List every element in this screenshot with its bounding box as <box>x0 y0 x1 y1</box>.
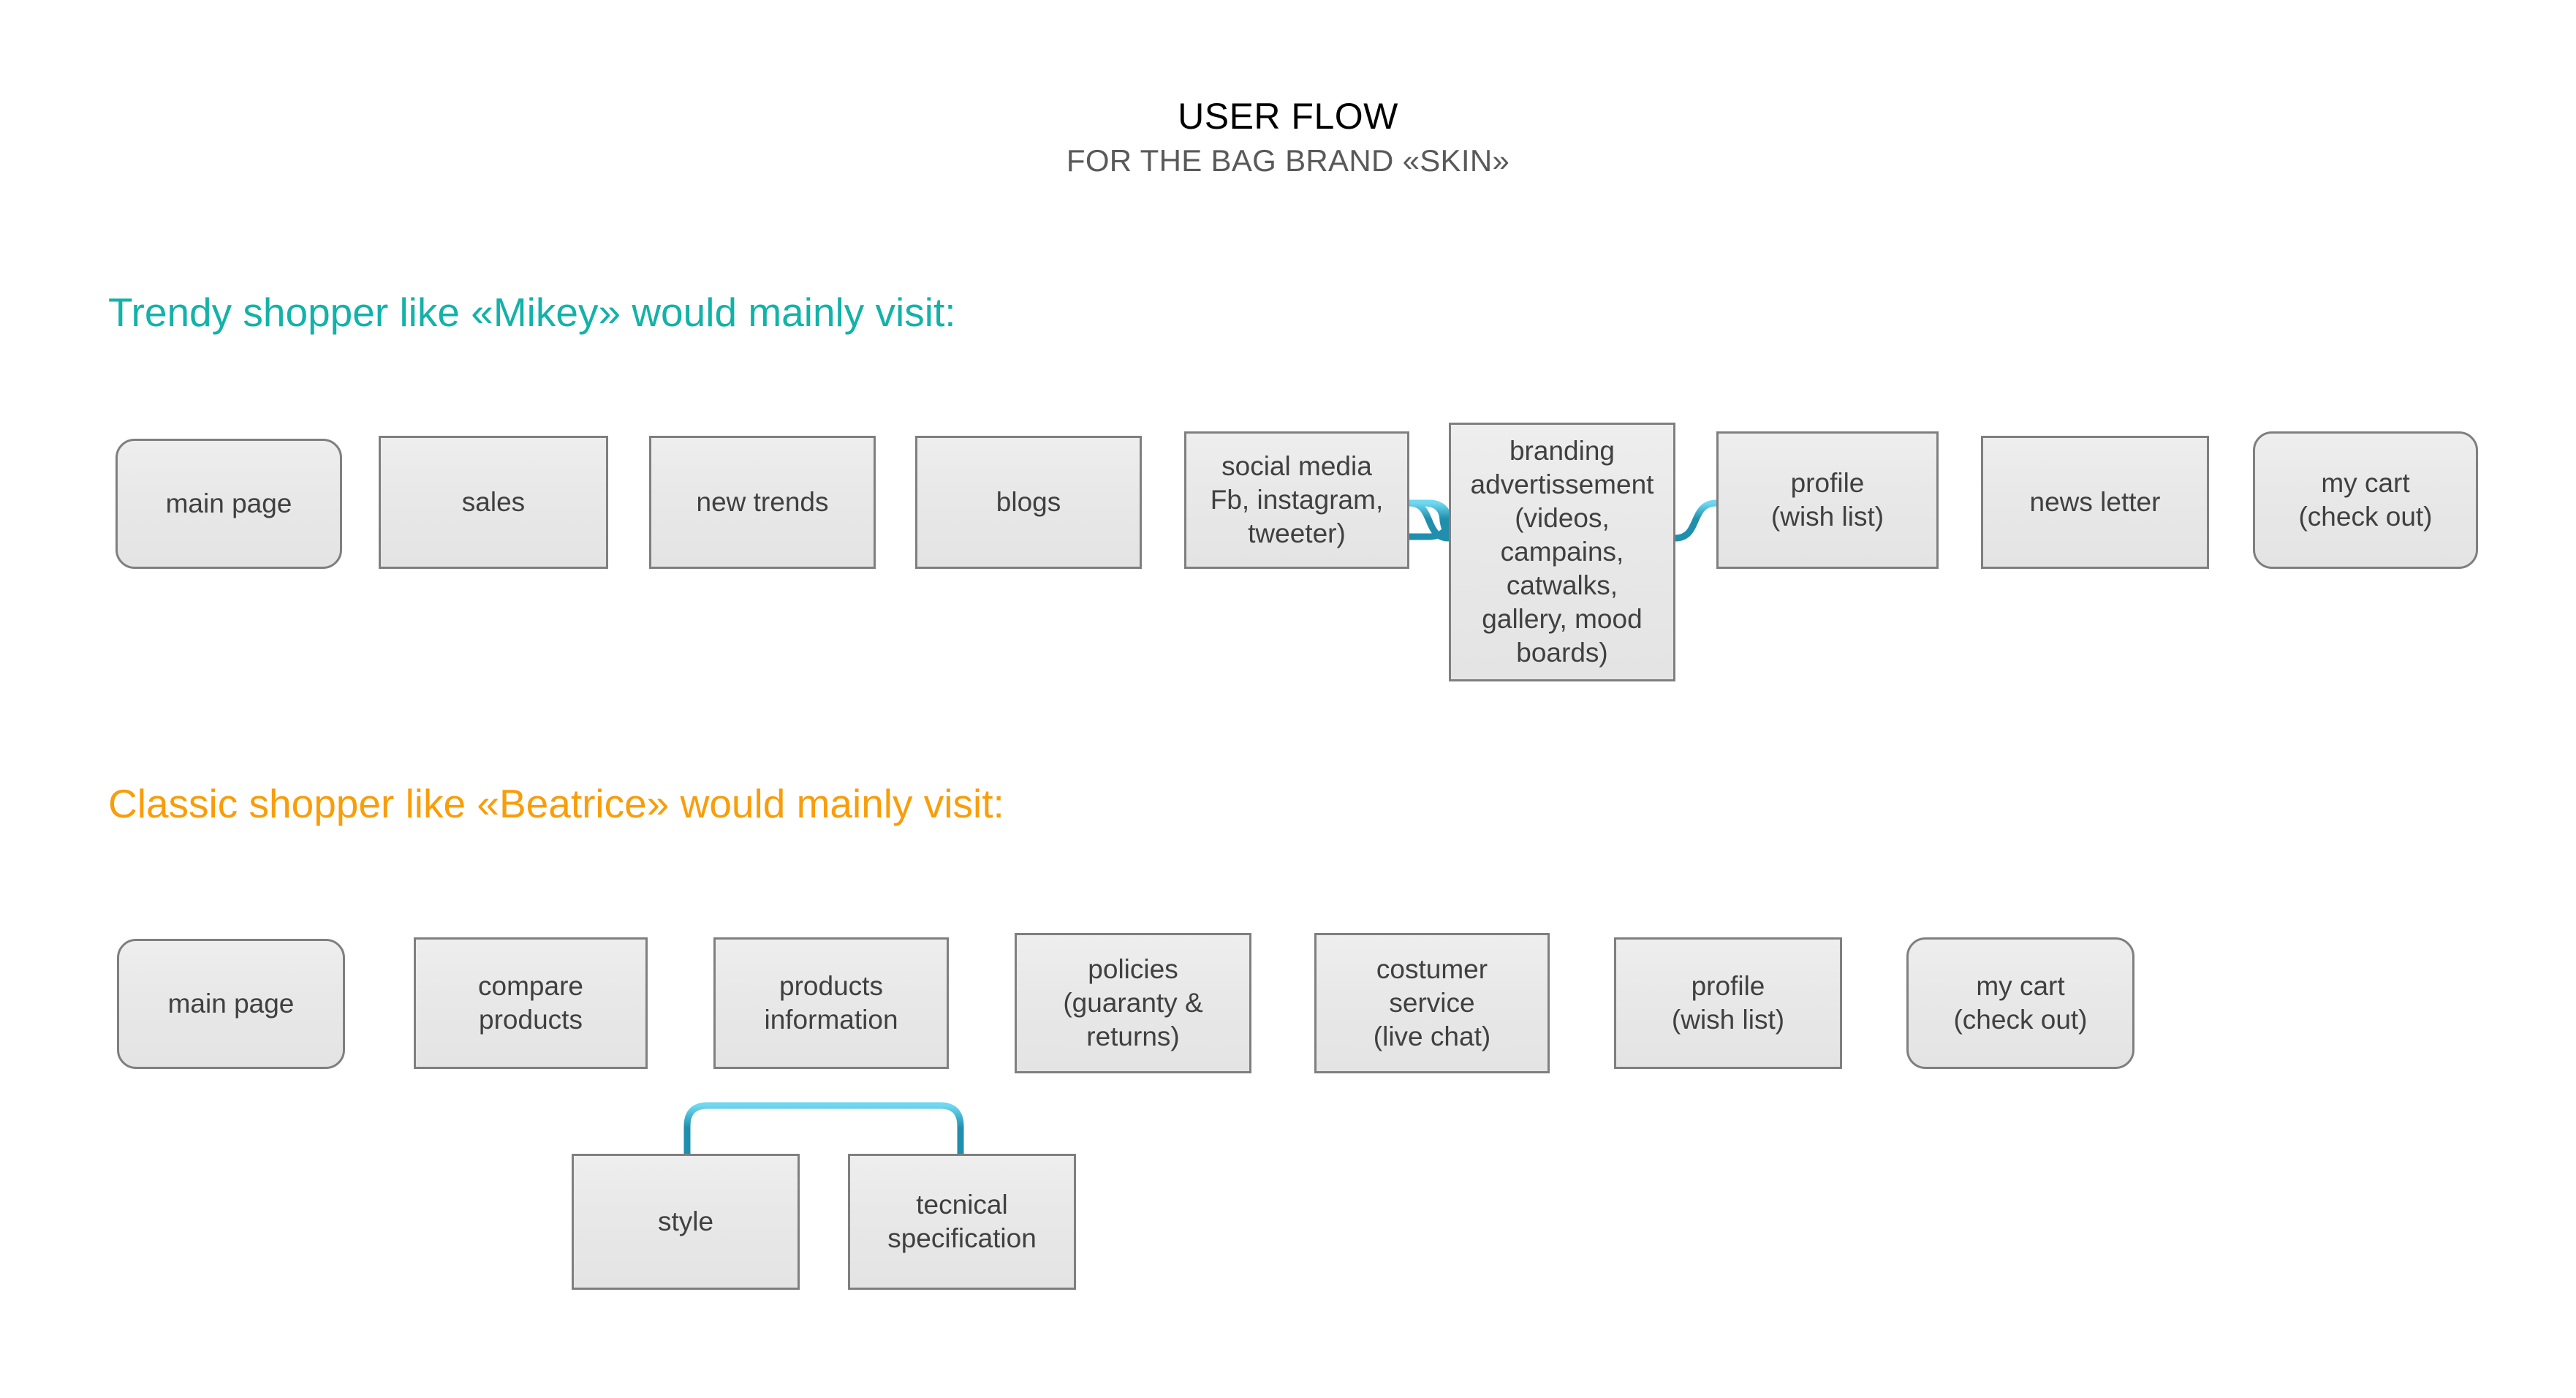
flow-node-classic-costumer-service[interactable]: costumer service (live chat) <box>1314 933 1550 1073</box>
section-heading-trendy: Trendy shopper like «Mikey» would mainly… <box>108 290 956 335</box>
flow-node-trendy-branding-advertissement[interactable]: branding advertissement (videos, campain… <box>1449 423 1675 681</box>
flow-node-trendy-my-cart[interactable]: my cart (check out) <box>2253 431 2478 569</box>
wire-branch-style <box>683 1102 827 1159</box>
flow-node-classic-tecnical-specification[interactable]: tecnical specification <box>848 1154 1076 1290</box>
flow-node-classic-main-page[interactable]: main page <box>117 939 345 1069</box>
wire-socialmedia-branding-path <box>1406 499 1452 542</box>
section-heading-classic: Classic shopper like «Beatrice» would ma… <box>108 781 1004 826</box>
page-title: USER FLOW <box>1178 96 1398 137</box>
wire-branch-tecnical <box>820 1102 964 1159</box>
page-subtitle: FOR THE BAG BRAND «SKIN» <box>1066 143 1510 178</box>
flow-node-classic-profile[interactable]: profile (wish list) <box>1614 937 1842 1069</box>
flow-node-classic-policies[interactable]: policies (guaranty & returns) <box>1015 933 1251 1073</box>
flow-node-trendy-new-trends[interactable]: new trends <box>649 436 876 569</box>
flow-node-trendy-profile[interactable]: profile (wish list) <box>1716 431 1939 569</box>
flow-node-trendy-sales[interactable]: sales <box>379 436 608 569</box>
flow-node-trendy-social-media[interactable]: social media Fb, instagram, tweeter) <box>1184 431 1409 569</box>
flow-node-trendy-news-letter[interactable]: news letter <box>1981 436 2209 569</box>
flow-node-classic-my-cart[interactable]: my cart (check out) <box>1906 937 2134 1069</box>
flow-node-trendy-blogs[interactable]: blogs <box>915 436 1142 569</box>
flow-node-classic-products-information[interactable]: products information <box>713 937 949 1069</box>
flow-node-classic-compare-products[interactable]: compare products <box>414 937 648 1069</box>
wire-branding-profile <box>1672 499 1720 542</box>
flow-node-trendy-main-page[interactable]: main page <box>115 439 342 569</box>
flow-node-classic-style[interactable]: style <box>572 1154 800 1290</box>
